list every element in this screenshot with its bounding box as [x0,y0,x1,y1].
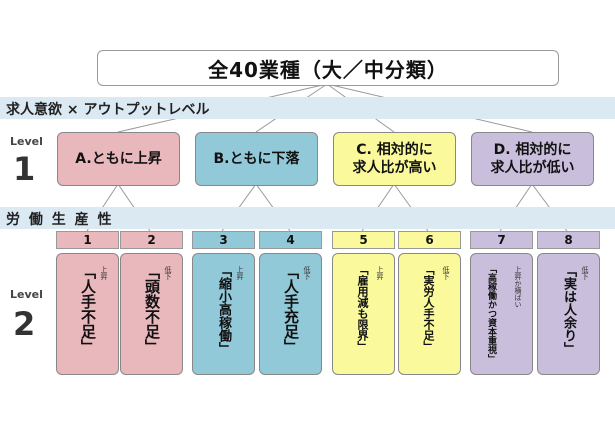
level1-number: 1 [13,150,36,188]
type-box-4: 低下 「人手充足」 [259,253,322,375]
category-a-label: A.ともに上昇 [75,151,162,167]
level2-number: 2 [13,305,36,343]
type-box-2: 低下 「頭数不足」 [120,253,183,375]
type-6-annotation: 低下 [442,266,450,280]
type-number-1: 1 [56,231,119,249]
level1-word: Level [10,135,43,148]
category-a-box: A.ともに上昇 [57,132,180,186]
type-3-annotation: 上昇 [236,266,244,280]
type-box-7: 上昇か横ばい 「高稼働かつ資本重視」 [470,253,533,375]
type-number-2: 2 [120,231,183,249]
category-c-box: C. 相対的に 求人比が高い [333,132,456,186]
band-level1-label: 求人意欲 × アウトプットレベル [6,102,210,118]
category-b-label: B.ともに下落 [213,151,300,167]
type-8-label: 「実は人余り」 [561,264,576,355]
type-number-3: 3 [192,231,255,249]
type-4-annotation: 低下 [303,266,311,280]
level2-word: Level [10,288,43,301]
type-number-5: 5 [332,231,395,249]
root-node: 全40業種（大／中分類） [97,50,559,86]
type-number-8: 8 [537,231,600,249]
type-6-label: 「実労人手不足」 [422,264,435,352]
type-4-label: 「人手充足」 [282,264,300,354]
band-level2-label: 労 働 生 産 性 [6,212,114,228]
type-3-label: 「縮小高稼働」 [216,264,231,355]
type-box-1: 上昇 「人手不足」 [56,253,119,375]
type-5-annotation: 上昇 [376,266,384,280]
type-1-label: 「人手不足」 [79,264,97,354]
type-2-annotation: 低下 [164,266,172,280]
type-box-5: 上昇 「雇用減も限界」 [332,253,395,375]
type-box-3: 上昇 「縮小高稼働」 [192,253,255,375]
type-number-6: 6 [398,231,461,249]
type-7-label: 「高稼働かつ資本重視」 [486,264,496,363]
type-number-7: 7 [470,231,533,249]
type-box-6: 低下 「実労人手不足」 [398,253,461,375]
type-1-annotation: 上昇 [100,266,108,280]
band-level2 [0,207,615,229]
type-2-label: 「頭数不足」 [143,264,161,354]
type-8-annotation: 低下 [581,266,589,280]
category-d-label: D. 相対的に 求人比が低い [490,142,575,176]
category-c-label: C. 相対的に 求人比が高い [352,142,437,176]
type-7-annotation: 上昇か横ばい [514,266,522,308]
category-d-box: D. 相対的に 求人比が低い [471,132,594,186]
category-b-box: B.ともに下落 [195,132,318,186]
type-5-label: 「雇用減も限界」 [356,264,369,352]
type-box-8: 低下 「実は人余り」 [537,253,600,375]
type-number-4: 4 [259,231,322,249]
band-level1 [0,97,615,119]
